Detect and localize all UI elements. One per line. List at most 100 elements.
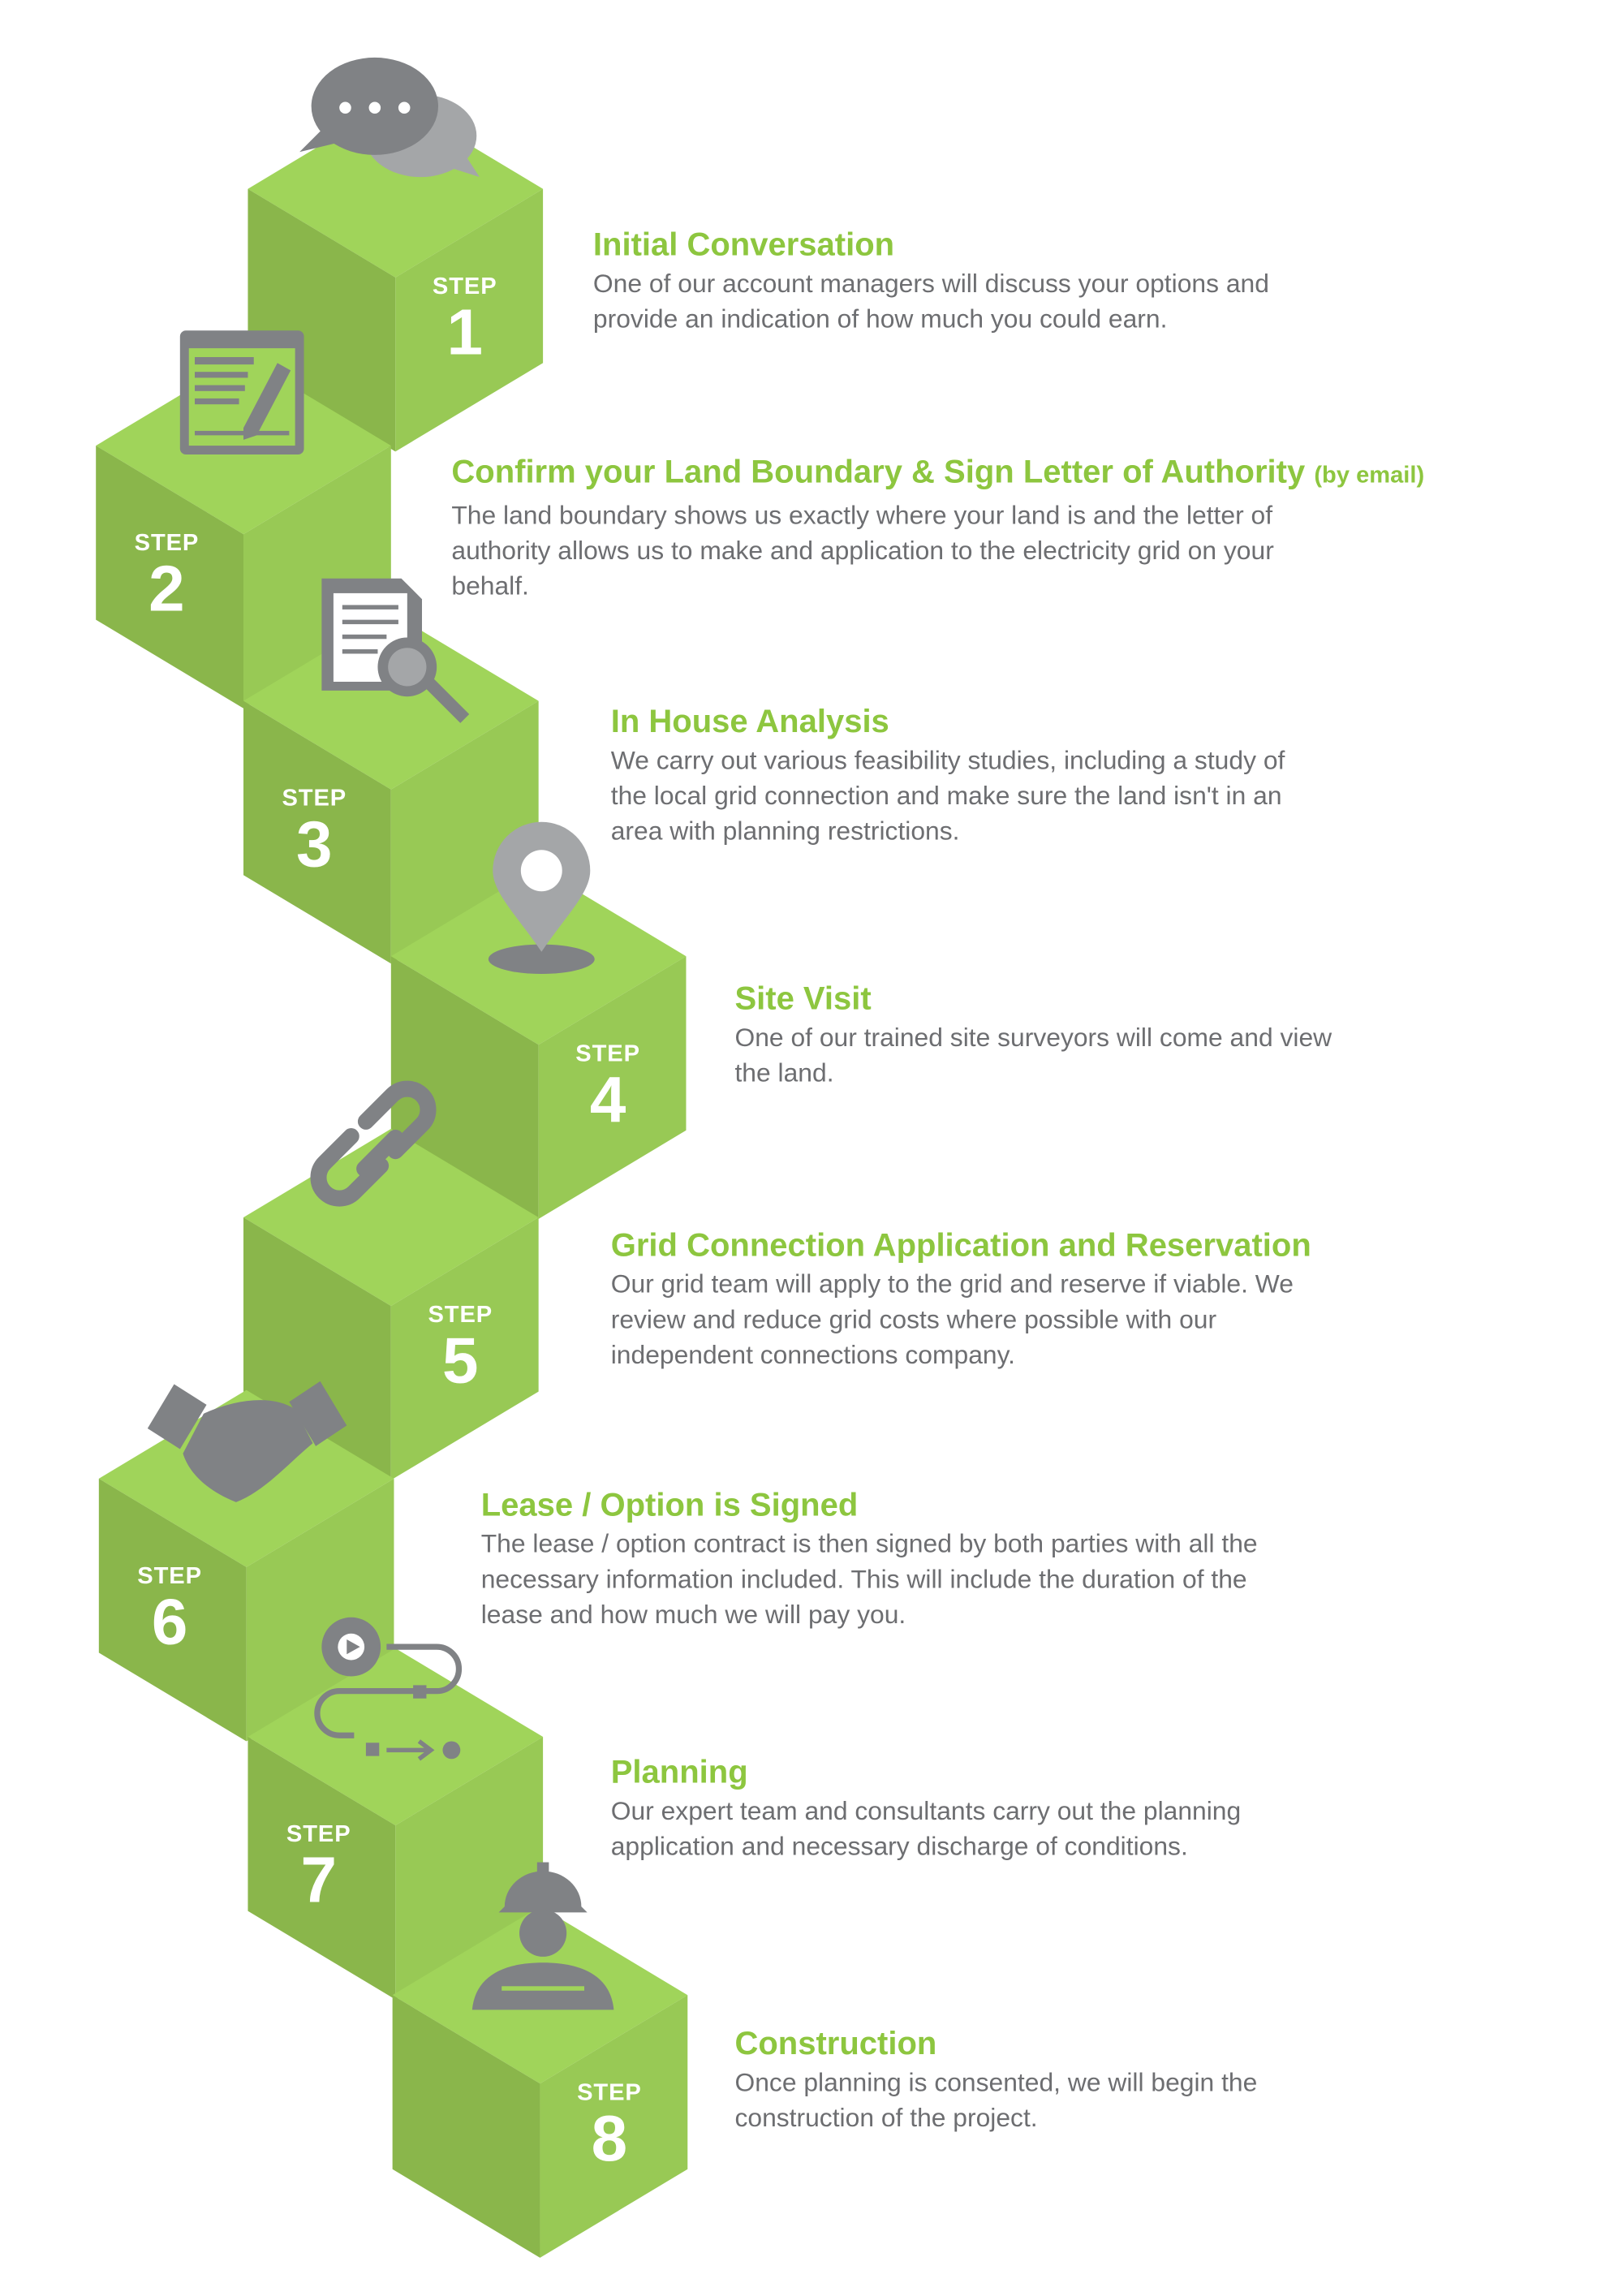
cube-step-3 <box>243 612 539 964</box>
step-body-line: Once planning is consented, we will begi… <box>734 2067 1258 2097</box>
step-body: We carry out various feasibility studies… <box>611 743 1285 849</box>
cube-right-face <box>538 956 687 1219</box>
step-title: Grid Connection Application and Reservat… <box>611 1225 1311 1266</box>
document-sign-icon <box>179 330 304 455</box>
step-label: STEP <box>282 786 347 812</box>
handshake-icon <box>147 1381 347 1502</box>
step-body-line: One of our account managers will discuss… <box>592 268 1269 299</box>
step-label: STEP <box>432 274 497 300</box>
step-title-text: Planning <box>610 1753 748 1790</box>
step-body-line: necessary information included. This wil… <box>480 1564 1247 1594</box>
step-body-line: provide an indication of how much you co… <box>592 304 1168 334</box>
step-title-text: In House Analysis <box>610 702 889 739</box>
step-title-text: Site Visit <box>734 980 872 1017</box>
step-number: 1 <box>446 296 483 369</box>
step-number: 4 <box>589 1063 626 1137</box>
step-title-suffix: (by email) <box>1314 463 1425 489</box>
step-description-2: Confirm your Land Boundary & Sign Letter… <box>451 451 1424 603</box>
cube-left-face <box>392 1995 540 2258</box>
step-body-line: One of our trained site surveyors will c… <box>734 1023 1332 1053</box>
step-title-text: Construction <box>734 2024 937 2062</box>
step-body-line: the land. <box>734 1058 834 1088</box>
cube-right-face <box>390 1217 539 1480</box>
chat-bubbles-icon <box>299 57 480 178</box>
cube-right-face <box>395 1737 544 2000</box>
step-body-line: The lease / option contract is then sign… <box>480 1528 1258 1559</box>
step-body-line: Our expert team and consultants carry ou… <box>610 1795 1242 1826</box>
step-title: Confirm your Land Boundary & Sign Letter… <box>451 451 1424 497</box>
step-title: Lease / Option is Signed <box>481 1484 1258 1526</box>
step-body-line: We carry out various feasibility studies… <box>610 745 1285 775</box>
step-title: Site Visit <box>734 978 1332 1019</box>
process-gear-icon <box>314 1617 463 1761</box>
step-body-line: independent connections company. <box>610 1339 1016 1370</box>
step-title-text: Grid Connection Application and Reservat… <box>610 1226 1311 1264</box>
step-label: STEP <box>134 531 200 557</box>
step-label: STEP <box>286 1822 351 1848</box>
step-body: Our expert team and consultants carry ou… <box>611 1793 1241 1863</box>
step-title: Planning <box>611 1751 1241 1793</box>
step-body-line: application and necessary discharge of c… <box>610 1831 1188 1861</box>
cube-right-face <box>246 1478 394 1742</box>
chain-link-icon <box>310 1080 437 1207</box>
document-search-icon <box>321 578 470 723</box>
cube-right-face <box>390 700 539 964</box>
step-body-line: authority allows us to make and applicat… <box>451 536 1274 566</box>
step-body: One of our account managers will discuss… <box>593 265 1269 336</box>
cube-step-8 <box>392 1906 688 2258</box>
step-number: 7 <box>300 1844 337 1917</box>
cube-right-face <box>395 188 544 452</box>
cube-right-face <box>243 446 391 709</box>
map-pin-icon <box>488 821 595 975</box>
step-body-line: lease and how much we will pay you. <box>480 1599 906 1630</box>
step-body-line: area with planning restrictions. <box>610 816 960 846</box>
cube-right-face <box>540 1995 688 2258</box>
step-body-line: behalf. <box>451 571 529 601</box>
cube-left-face <box>248 188 396 452</box>
step-body-line: The land boundary shows us exactly where… <box>451 500 1273 530</box>
step-number: 8 <box>591 2102 628 2176</box>
step-body: Our grid team will apply to the grid and… <box>611 1266 1311 1372</box>
step-label: STEP <box>577 2080 642 2106</box>
step-description-3: In House Analysis We carry out various fe… <box>611 701 1285 849</box>
step-number: 3 <box>296 808 333 881</box>
step-body: Once planning is consented, we will begi… <box>734 2065 1257 2135</box>
step-title-text: Initial Conversation <box>592 226 895 263</box>
step-title-text: Lease / Option is Signed <box>480 1485 859 1523</box>
step-body-line: construction of the project. <box>734 2102 1038 2133</box>
cube-left-face <box>96 446 244 709</box>
cube-left-face <box>243 700 391 964</box>
step-body: One of our trained site surveyors will c… <box>734 1019 1332 1090</box>
step-body: The land boundary shows us exactly where… <box>451 498 1424 604</box>
step-body-line: review and reduce grid costs where possi… <box>610 1304 1217 1334</box>
step-label: STEP <box>575 1041 640 1067</box>
cube-left-face <box>248 1737 396 2000</box>
step-title: Construction <box>734 2023 1257 2065</box>
step-number: 6 <box>151 1586 188 1659</box>
step-title-text: Confirm your Land Boundary & Sign Letter… <box>451 453 1306 490</box>
step-title: Initial Conversation <box>593 224 1269 265</box>
cube-left-face <box>390 956 539 1219</box>
step-title: In House Analysis <box>611 701 1285 743</box>
step-body-line: Our grid team will apply to the grid and… <box>610 1269 1294 1299</box>
construction-worker-icon <box>471 1862 614 2010</box>
step-number: 2 <box>149 553 185 626</box>
step-label: STEP <box>428 1303 493 1329</box>
cube-left-face <box>98 1478 247 1742</box>
step-body: The lease / option contract is then sign… <box>481 1526 1258 1632</box>
cube-left-face <box>243 1217 391 1480</box>
